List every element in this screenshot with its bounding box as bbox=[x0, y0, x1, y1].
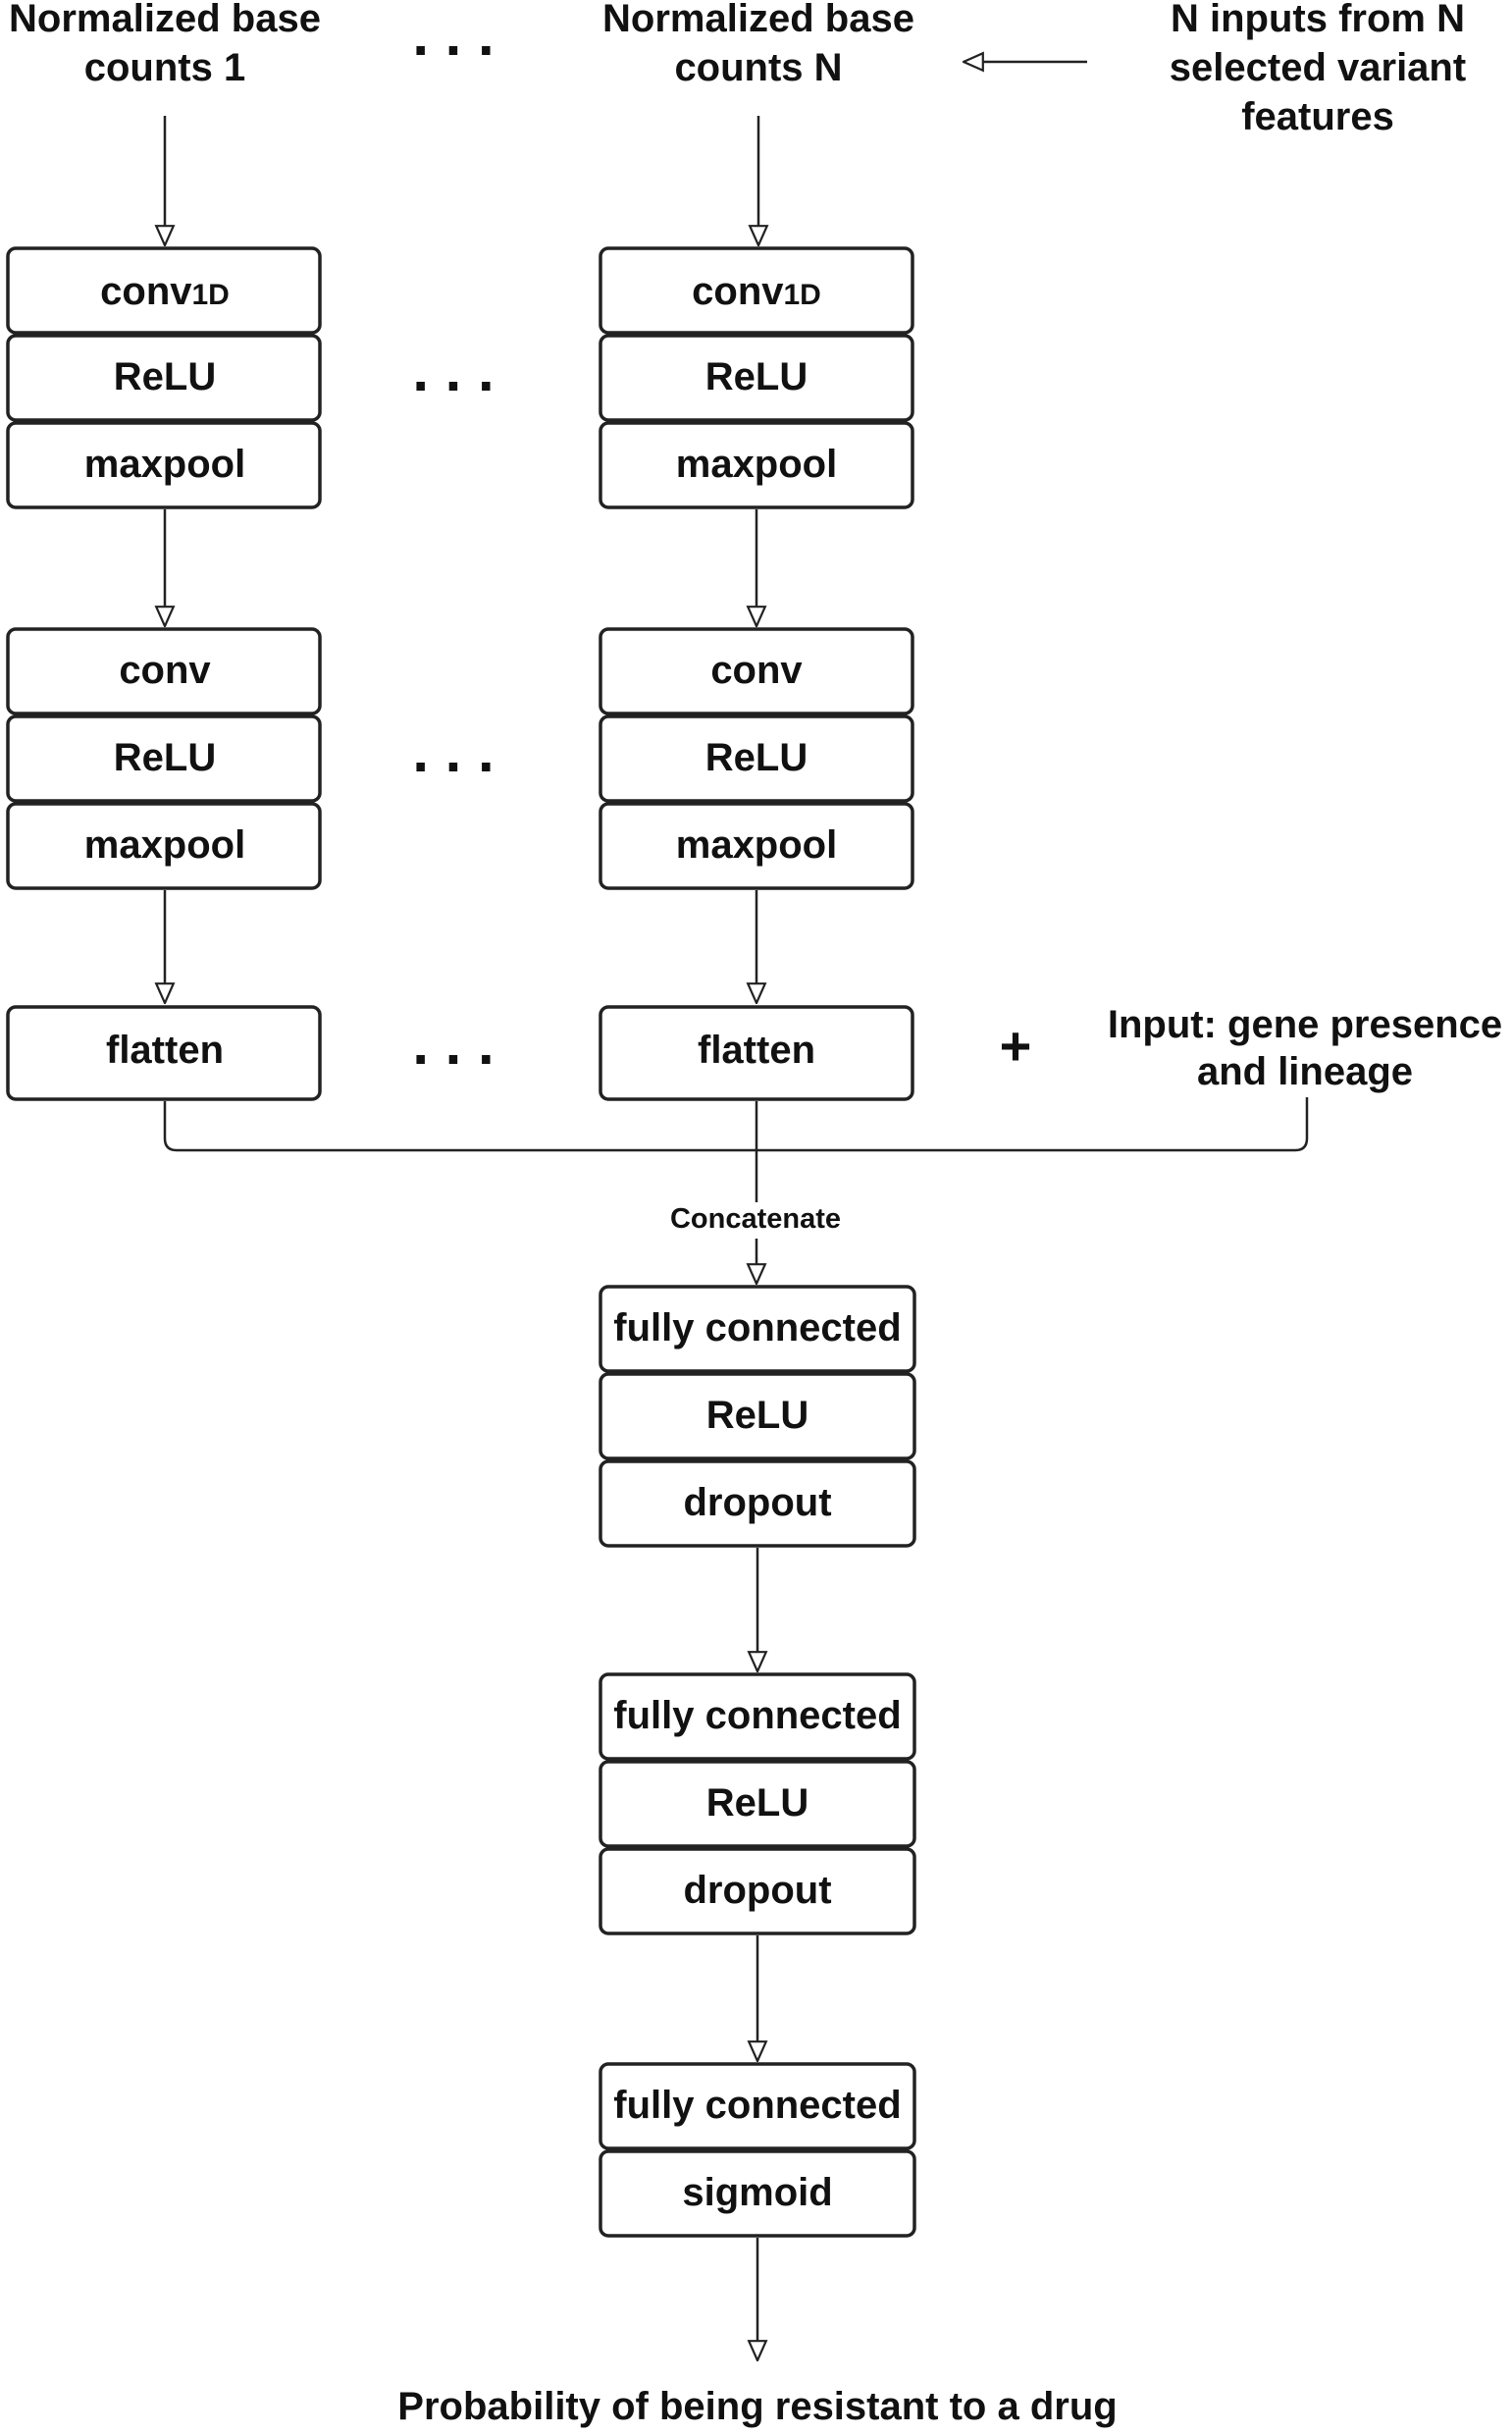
ellipsis-top: . . . bbox=[412, 2, 494, 68]
dense-block-3: fully connected sigmoid bbox=[599, 2062, 916, 2238]
svg-text:Normalized base: Normalized base bbox=[9, 0, 321, 40]
relu-box bbox=[599, 334, 914, 422]
svg-text:fully connected: fully connected bbox=[613, 1694, 901, 1737]
side-note-n-inputs: N inputs from N selected variant feature… bbox=[1170, 0, 1466, 138]
input-label-1: Normalized base counts 1 bbox=[9, 0, 321, 89]
ellipsis-flatten: . . . bbox=[412, 1011, 494, 1077]
svg-text:selected variant: selected variant bbox=[1170, 46, 1466, 89]
svg-text:maxpool: maxpool bbox=[84, 443, 245, 486]
maxpool-box bbox=[6, 802, 322, 890]
concatenate-bracket bbox=[163, 1097, 1309, 1152]
svg-text:counts 1: counts 1 bbox=[84, 46, 245, 89]
conv-box bbox=[6, 627, 322, 715]
stage2-block-left: conv ReLU maxpool bbox=[6, 627, 322, 890]
relu-box bbox=[6, 334, 322, 422]
svg-text:fully connected: fully connected bbox=[613, 2084, 901, 2127]
svg-text:fully connected: fully connected bbox=[613, 1306, 901, 1349]
svg-text:maxpool: maxpool bbox=[84, 823, 245, 867]
maxpool-box bbox=[599, 802, 914, 890]
svg-text:ReLU: ReLU bbox=[705, 736, 808, 779]
fully-connected-box bbox=[599, 1285, 916, 1373]
extra-input-label: Input: gene presence and lineage bbox=[1108, 1003, 1502, 1093]
svg-text:conv: conv bbox=[119, 649, 211, 692]
svg-text:conv: conv bbox=[710, 649, 803, 692]
relu-box bbox=[599, 714, 914, 803]
fully-connected-box bbox=[599, 1672, 916, 1761]
flatten-box-left: flatten bbox=[6, 1005, 322, 1101]
svg-text:Input: gene presence: Input: gene presence bbox=[1108, 1003, 1502, 1046]
svg-text:ReLU: ReLU bbox=[706, 1781, 808, 1825]
flatten-box-right: flatten bbox=[599, 1005, 914, 1101]
svg-text:maxpool: maxpool bbox=[676, 823, 837, 867]
relu-box bbox=[6, 714, 322, 803]
conv1d-box bbox=[599, 246, 914, 335]
relu-box bbox=[599, 1760, 916, 1848]
svg-text:Normalized base: Normalized base bbox=[602, 0, 914, 40]
dropout-box bbox=[599, 1459, 916, 1548]
dense-block-1: fully connected ReLU dropout bbox=[599, 1285, 916, 1548]
svg-text:dropout: dropout bbox=[683, 1481, 831, 1524]
dense-block-2: fully connected ReLU dropout bbox=[599, 1672, 916, 1935]
conv-box bbox=[599, 627, 914, 715]
input-label-n: Normalized base counts N bbox=[602, 0, 914, 89]
svg-text:sigmoid: sigmoid bbox=[682, 2171, 832, 2214]
svg-text:maxpool: maxpool bbox=[676, 443, 837, 486]
svg-text:flatten: flatten bbox=[106, 1029, 224, 1072]
svg-text:conv1D: conv1D bbox=[692, 270, 821, 313]
svg-text:flatten: flatten bbox=[698, 1029, 815, 1072]
svg-text:ReLU: ReLU bbox=[114, 736, 216, 779]
conv1d-box bbox=[6, 246, 322, 335]
ellipsis-stage2: . . . bbox=[412, 718, 494, 784]
svg-text:dropout: dropout bbox=[683, 1869, 831, 1912]
relu-box bbox=[599, 1372, 916, 1460]
maxpool-box bbox=[599, 421, 914, 509]
stage1-block-right: conv1D ReLU maxpool bbox=[599, 246, 914, 509]
sigmoid-box bbox=[599, 2149, 916, 2238]
maxpool-box bbox=[6, 421, 322, 509]
output-label: Probability of being resistant to a drug bbox=[397, 2385, 1117, 2428]
svg-text:features: features bbox=[1241, 95, 1394, 138]
stage2-block-right: conv ReLU maxpool bbox=[599, 627, 914, 890]
plus-sign: + bbox=[1000, 1015, 1032, 1077]
svg-text:ReLU: ReLU bbox=[114, 355, 216, 398]
ellipsis-stage1: . . . bbox=[412, 338, 494, 403]
svg-text:ReLU: ReLU bbox=[706, 1394, 808, 1437]
svg-text:and lineage: and lineage bbox=[1197, 1050, 1413, 1093]
svg-text:ReLU: ReLU bbox=[705, 355, 808, 398]
svg-text:N inputs from N: N inputs from N bbox=[1171, 0, 1465, 40]
stage1-block-left: conv1D ReLU maxpool bbox=[6, 246, 322, 509]
concatenate-label: Concatenate bbox=[670, 1203, 841, 1235]
fully-connected-box bbox=[599, 2062, 916, 2150]
dropout-box bbox=[599, 1847, 916, 1935]
svg-text:conv1D: conv1D bbox=[100, 270, 230, 313]
svg-text:counts N: counts N bbox=[674, 46, 842, 89]
